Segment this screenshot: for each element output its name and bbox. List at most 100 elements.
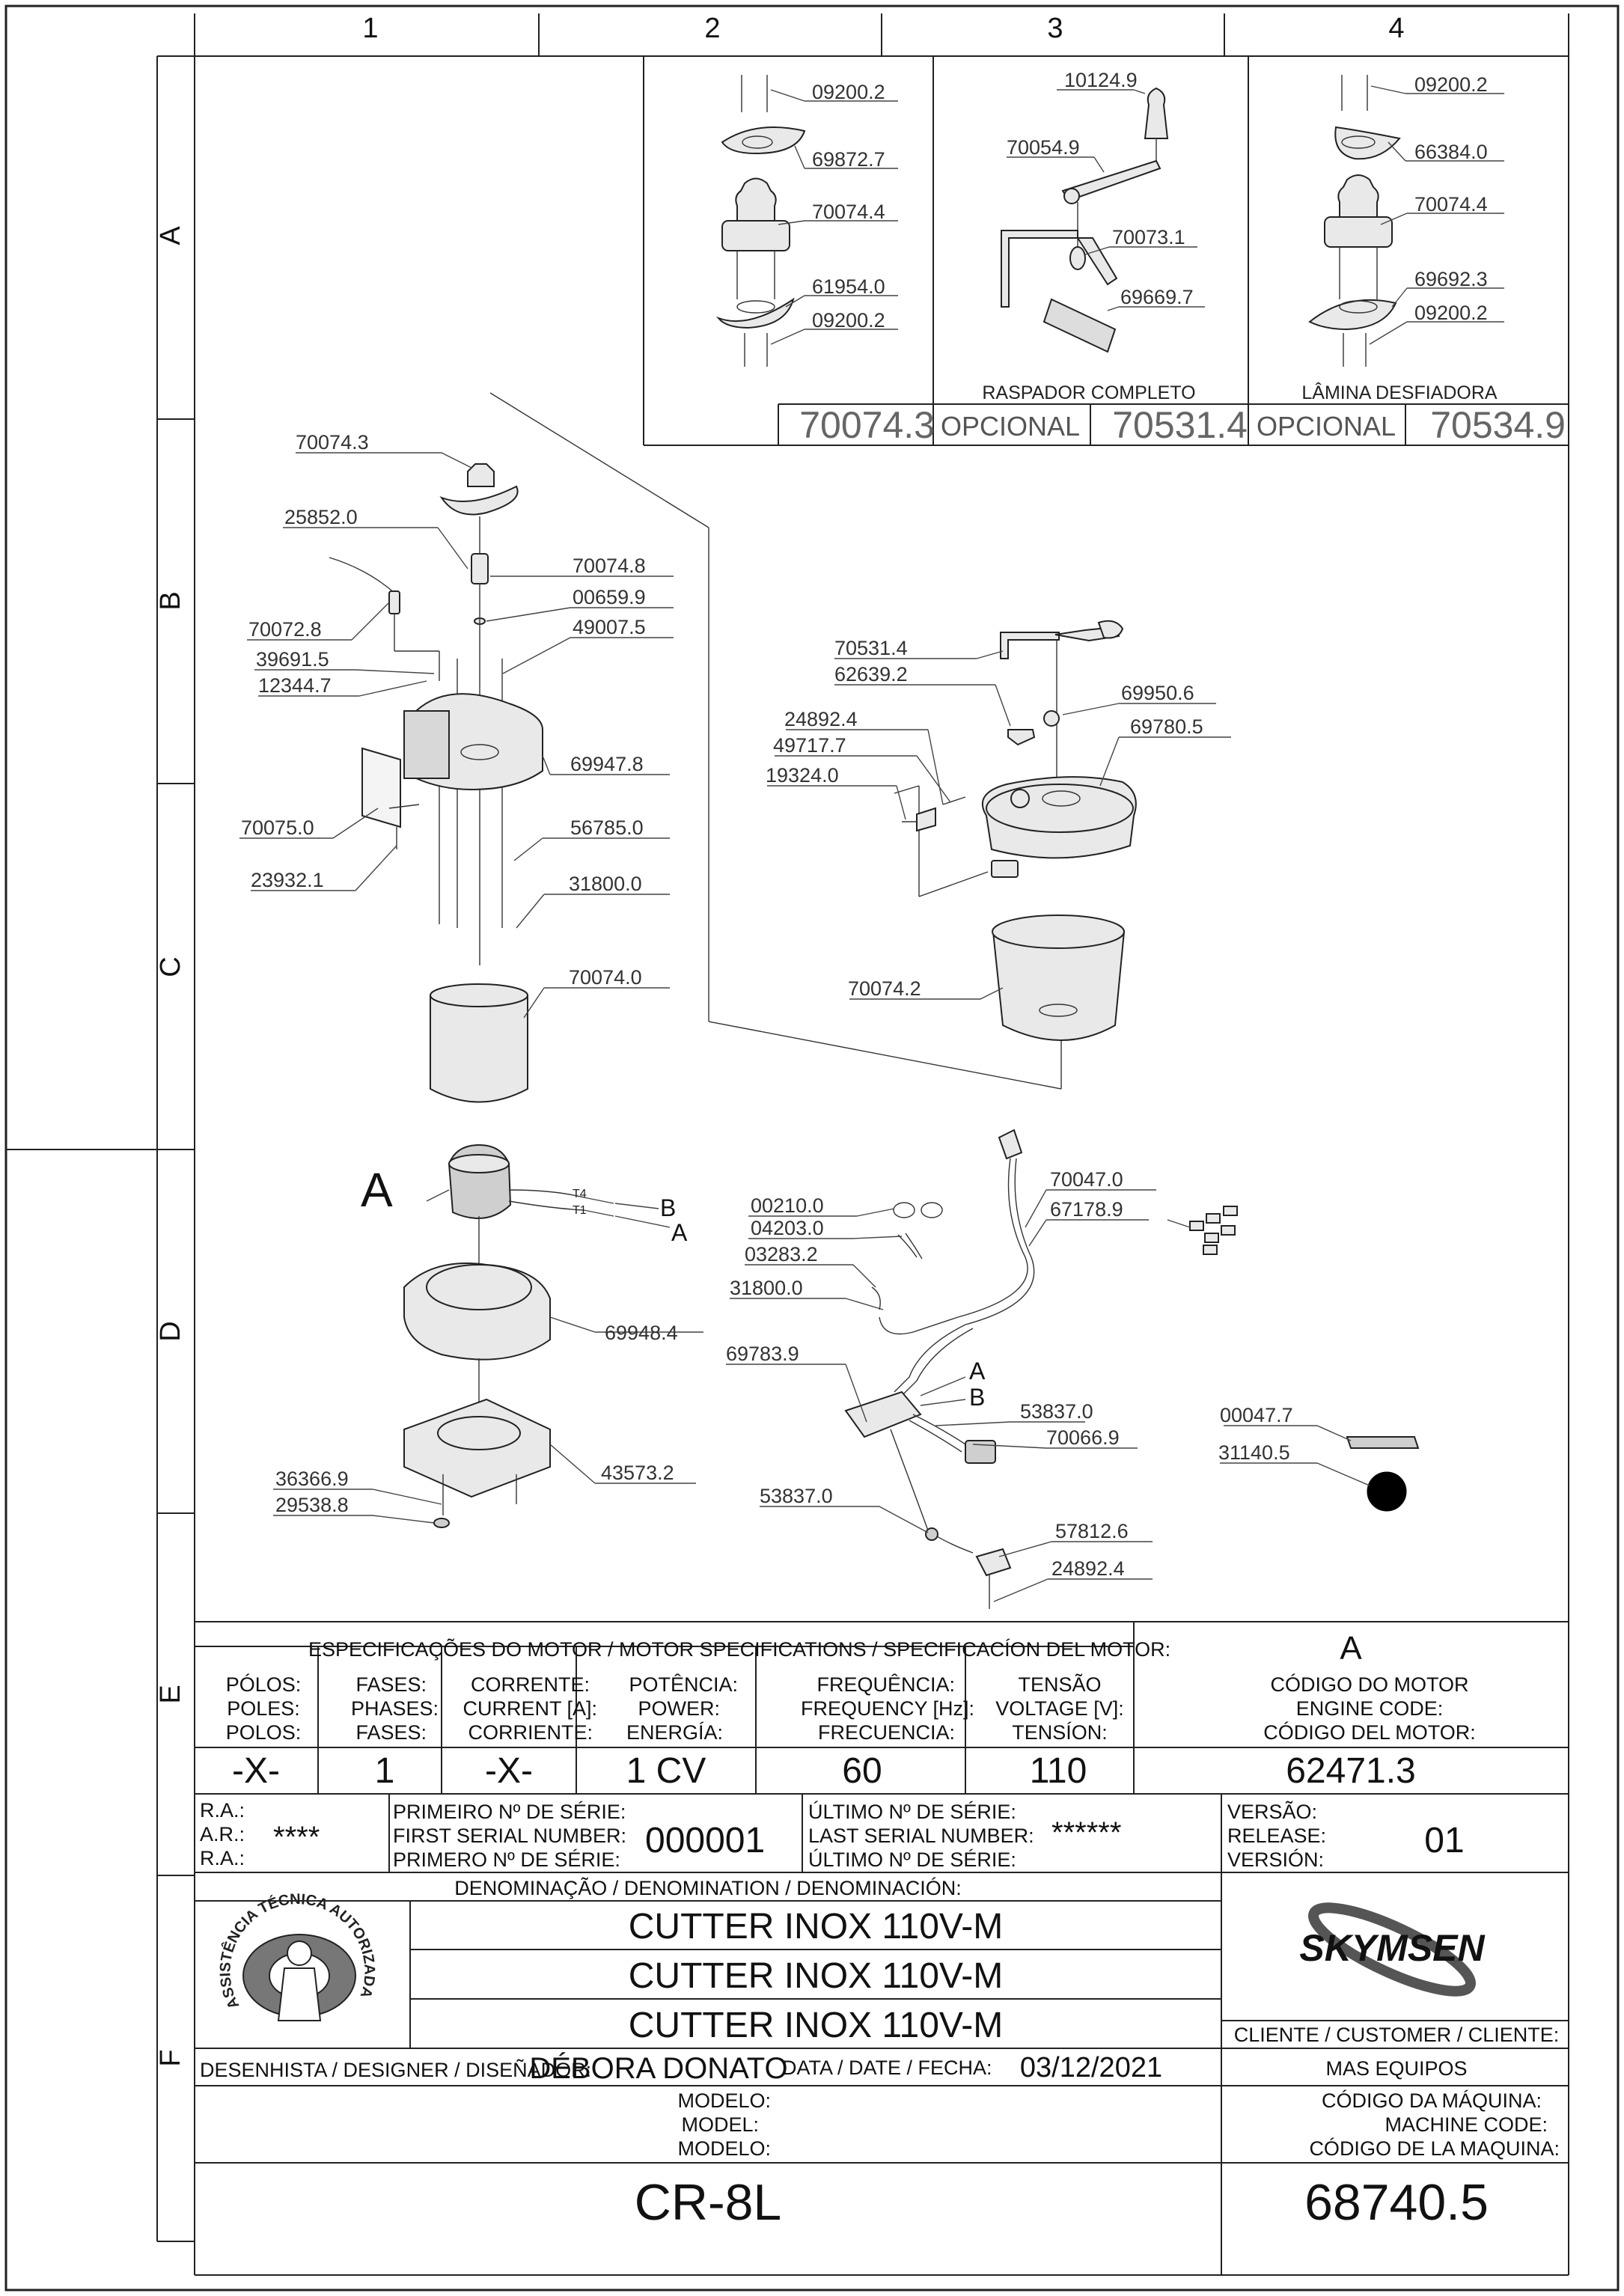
part-number: 70074.8 xyxy=(573,555,646,577)
part-number: 66384.0 xyxy=(1414,141,1488,163)
part-number: 24892.4 xyxy=(784,708,858,730)
row-label-c: C xyxy=(155,956,186,977)
spec-header-power: POWER: xyxy=(638,1697,720,1720)
motor-specs-letter: A xyxy=(1340,1630,1362,1667)
part-number: 70054.9 xyxy=(1007,136,1080,159)
part-number: 62639.2 xyxy=(834,663,908,686)
designer-label: DESENHISTA / DESIGNER / DISEÑADOR: xyxy=(200,2058,591,2081)
kit-title: LÂMINA DESFIADORA xyxy=(1301,382,1497,403)
part-number: 70074.0 xyxy=(569,966,642,989)
shredder-kit-callouts xyxy=(1369,85,1504,345)
part-number: 67178.9 xyxy=(1050,1198,1123,1221)
black-knob xyxy=(1367,1471,1407,1512)
part-number: 57812.6 xyxy=(1055,1520,1129,1542)
part-number: 69872.7 xyxy=(812,148,885,171)
kit-code: 70531.4 xyxy=(1112,404,1248,446)
kit-code: 70534.9 xyxy=(1430,404,1566,446)
column-label-2: 2 xyxy=(704,13,720,44)
part-number: 31800.0 xyxy=(730,1277,803,1299)
optional-kits-panel xyxy=(643,56,1569,446)
date-label: DATA / DATE / FECHA: xyxy=(782,2057,992,2079)
spec-header-power: ENERGÍA: xyxy=(626,1721,723,1744)
ra-label: A.R.: xyxy=(200,1823,245,1845)
spec-header-phases: FASES: xyxy=(355,1673,427,1696)
machine-code-label: CÓDIGO DA MÁQUINA: xyxy=(1322,2089,1542,2112)
spec-value-frequency: 60 xyxy=(842,1751,882,1791)
spec-header-voltage: TENSÍON: xyxy=(1012,1721,1108,1744)
title-block-lines xyxy=(195,1621,1569,2275)
part-number: 09200.2 xyxy=(1414,302,1488,324)
spec-header-power: POTÊNCIA: xyxy=(629,1673,738,1696)
spec-header-current: CORRENTE: xyxy=(471,1673,590,1696)
scraper-kit-callouts xyxy=(1007,89,1205,311)
part-number: 69783.9 xyxy=(726,1343,799,1365)
motor-assembly-drawing xyxy=(403,1144,584,1528)
part-number: 49717.7 xyxy=(773,734,846,757)
version-label: VERSIÓN: xyxy=(1227,1848,1324,1871)
spec-value-power: 1 CV xyxy=(626,1751,706,1791)
part-number: 53837.0 xyxy=(760,1485,833,1507)
denomination-line: CUTTER INOX 110V-M xyxy=(629,1956,1004,1996)
first-serial-label: PRIMEIRO Nº DE SÉRIE: xyxy=(393,1801,626,1823)
first-serial-label: FIRST SERIAL NUMBER: xyxy=(393,1825,626,1847)
outer-border xyxy=(4,4,1620,2292)
blade-assembly-drawing xyxy=(329,463,543,1103)
shredder-kit-drawing xyxy=(1308,75,1401,367)
model-label: MODELO: xyxy=(677,2089,771,2112)
spec-header-frequency: FRECUENCIA: xyxy=(818,1721,955,1744)
client-value: MAS EQUIPOS xyxy=(1325,2057,1467,2080)
row-label-b: B xyxy=(155,591,186,610)
spec-header-phases: PHASES: xyxy=(351,1697,439,1720)
model-label: MODEL: xyxy=(681,2113,759,2136)
spec-header-current: CURRENT [A]: xyxy=(463,1697,597,1720)
motor-specs-title: ESPECIFICAÇÕES DO MOTOR / MOTOR SPECIFIC… xyxy=(308,1637,1170,1661)
row-label-a: A xyxy=(155,226,186,245)
part-number: 25852.0 xyxy=(284,506,358,528)
spec-header-engine-code: CÓDIGO DEL MOTOR: xyxy=(1263,1721,1476,1744)
part-number: 53837.0 xyxy=(1020,1400,1093,1423)
electrical-assembly-drawing xyxy=(844,1129,1420,1609)
blade-kit-drawing xyxy=(716,75,806,367)
version-value: 01 xyxy=(1424,1821,1464,1860)
part-number: 69692.3 xyxy=(1414,268,1488,290)
wire-label: A xyxy=(969,1358,986,1384)
machine-code-value: 68740.5 xyxy=(1304,2174,1489,2231)
spec-header-voltage: VOLTAGE [V]: xyxy=(995,1697,1124,1720)
motor-reference-letter: A xyxy=(361,1163,393,1217)
part-number: 69669.7 xyxy=(1120,286,1194,308)
part-number: 43573.2 xyxy=(601,1462,674,1484)
part-number: 70074.4 xyxy=(812,201,885,223)
wire-label: T4 xyxy=(573,1188,587,1200)
part-number: 31140.5 xyxy=(1218,1441,1290,1464)
wire-label: T1 xyxy=(573,1204,587,1217)
part-number: 70075.0 xyxy=(241,816,314,839)
last-serial-value: ****** xyxy=(1051,1816,1121,1849)
spec-value-phases: 1 xyxy=(375,1751,395,1791)
wire-label: A xyxy=(671,1219,688,1246)
part-number: 70047.0 xyxy=(1050,1168,1123,1191)
part-number: 09200.2 xyxy=(812,309,885,332)
row-label-e: E xyxy=(155,1685,186,1703)
denomination-header: DENOMINAÇÃO / DENOMINATION / DENOMINACIÓ… xyxy=(454,1876,962,1899)
part-number: 61954.0 xyxy=(812,275,885,298)
part-number: 70073.1 xyxy=(1112,226,1185,248)
spec-header-frequency: FREQUENCY [Hz]: xyxy=(801,1697,974,1720)
denomination-line: CUTTER INOX 110V-M xyxy=(629,1907,1004,1947)
part-number: 36366.9 xyxy=(275,1468,349,1490)
brand-name: SKYMSEN xyxy=(1299,1927,1485,1969)
model-value: CR-8L xyxy=(635,2174,782,2231)
client-label: CLIENTE / CUSTOMER / CLIENTE: xyxy=(1234,2024,1560,2046)
part-number: 70074.4 xyxy=(1414,193,1488,216)
last-serial-label: ÚLTIMO Nº DE SÉRIE: xyxy=(808,1800,1016,1823)
part-number: 00047.7 xyxy=(1220,1404,1293,1426)
kit-optional-label: OPCIONAL xyxy=(941,411,1080,442)
ra-value: **** xyxy=(273,1821,320,1854)
part-number: 70066.9 xyxy=(1046,1426,1120,1449)
model-label: MODELO: xyxy=(677,2137,771,2160)
date-value: 03/12/2021 xyxy=(1020,2052,1162,2083)
version-label: RELEASE: xyxy=(1227,1825,1326,1847)
spec-header-poles: POLES: xyxy=(227,1697,300,1720)
spec-value-current: -X- xyxy=(485,1751,533,1791)
part-number: 69780.5 xyxy=(1130,715,1203,738)
